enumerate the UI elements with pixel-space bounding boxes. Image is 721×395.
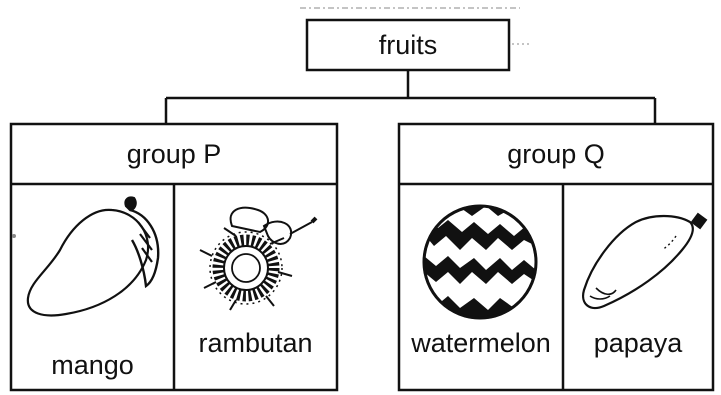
rambutan-label: rambutan (198, 328, 313, 358)
mango-icon (26, 196, 160, 317)
rambutan-icon (199, 206, 318, 311)
group-q-box (397, 122, 715, 392)
watermelon-icon (422, 204, 538, 320)
group-q-label: group Q (507, 139, 605, 169)
group-p-label: group P (126, 139, 222, 169)
scan-artifacts (12, 7, 530, 238)
mango-label: mango (51, 350, 134, 380)
watermelon-label: watermelon (411, 328, 551, 358)
papaya-label: papaya (593, 328, 683, 358)
root-node-label: fruits (378, 30, 438, 60)
papaya-icon (582, 212, 708, 310)
